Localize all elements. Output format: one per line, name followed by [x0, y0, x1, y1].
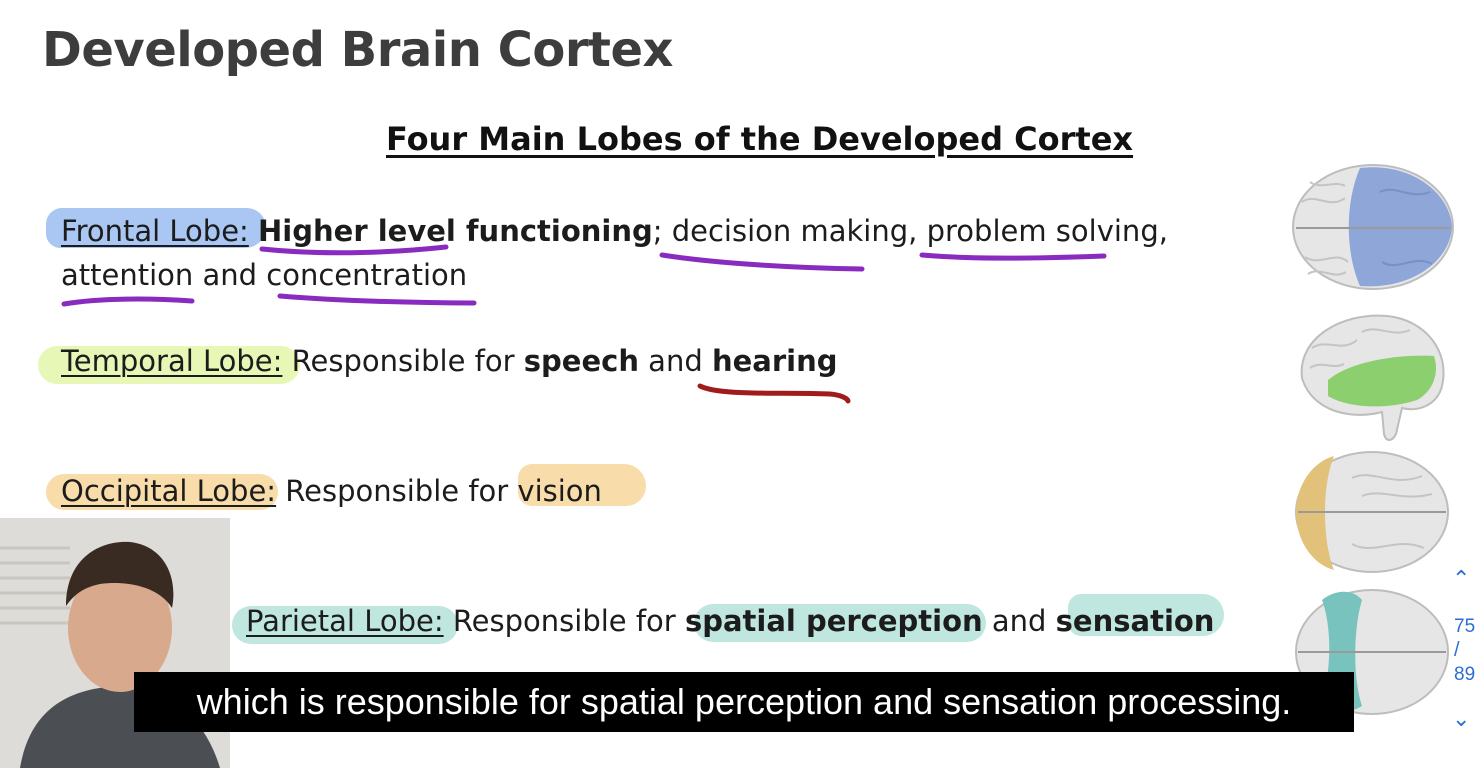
subtitle-caption: which is responsible for spatial percept… — [134, 672, 1354, 732]
temporal-and: and — [638, 344, 712, 378]
occipital-lobe-line: Occipital Lobe: Responsible for vision — [61, 474, 602, 508]
parietal-text: Responsible for — [443, 604, 685, 638]
occipital-text: Responsible for vision — [276, 474, 602, 508]
slide-title: Developed Brain Cortex — [42, 22, 673, 78]
parietal-lobe-line: Parietal Lobe: Responsible for spatial p… — [246, 604, 1214, 638]
section-heading: Four Main Lobes of the Developed Cortex — [386, 120, 1134, 158]
underline-attention — [61, 296, 195, 307]
page-separator: / — [1454, 639, 1460, 661]
temporal-lobe-line: Temporal Lobe: Responsible for speech an… — [61, 344, 838, 378]
slide-pager: ⌃ 75 / 89 ⌄ — [1452, 566, 1475, 740]
hearing-bold: hearing — [711, 344, 838, 378]
temporal-highlight — [38, 346, 300, 384]
frontal-lobe-line-2: attention and concentration — [61, 258, 468, 292]
frontal-lobe-bold: Higher level functioning — [258, 214, 653, 248]
parietal-lobe-term: Parietal Lobe: — [246, 604, 444, 638]
temporal-lobe-term: Temporal Lobe: — [61, 344, 283, 378]
spatial-perception-bold: spatial perception — [684, 604, 983, 638]
brain-frontal-lobe-icon — [1292, 164, 1454, 290]
chevron-up-icon[interactable]: ⌃ — [1452, 566, 1471, 591]
brain-temporal-lobe-icon — [1300, 314, 1445, 441]
brain-occipital-lobe-icon — [1295, 451, 1449, 573]
vision-highlight — [518, 464, 646, 506]
underline-hearing — [697, 383, 851, 404]
occipital-highlight — [46, 474, 278, 510]
parietal-and: and — [982, 604, 1056, 638]
underline-decision-making — [659, 252, 865, 272]
chevron-down-icon[interactable]: ⌄ — [1452, 706, 1471, 731]
underline-concentration — [277, 293, 477, 306]
underline-problem-solving — [919, 252, 1107, 261]
frontal-lobe-line-1: Frontal Lobe: Higher level functioning; … — [61, 214, 1168, 248]
sensation-bold: sensation — [1055, 604, 1215, 638]
page-current: 75 — [1454, 616, 1475, 637]
page-total: 89 — [1454, 664, 1475, 685]
temporal-text: Responsible for — [282, 344, 524, 378]
parietal-highlight — [232, 606, 458, 644]
frontal-lobe-rest: ; decision making, problem solving, — [652, 214, 1168, 248]
sensation-highlight — [1068, 594, 1224, 636]
spatial-perception-highlight — [694, 604, 986, 642]
occipital-lobe-term: Occipital Lobe: — [61, 474, 277, 508]
frontal-highlight — [46, 208, 266, 248]
frontal-lobe-term: Frontal Lobe: — [61, 214, 249, 248]
speech-bold: speech — [523, 344, 639, 378]
